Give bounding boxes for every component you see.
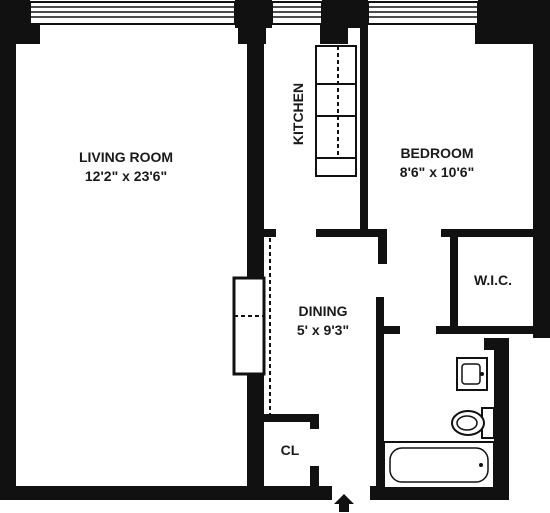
living-room-name: LIVING ROOM	[79, 149, 173, 165]
window-bedroom	[367, 1, 479, 25]
wic-name: W.I.C.	[474, 272, 512, 288]
interior-walls	[247, 24, 533, 488]
bathroom-tub	[383, 441, 495, 489]
bedroom-size: 8'6" x 10'6"	[400, 164, 474, 180]
bathroom-toilet	[451, 407, 495, 439]
window-kitchen	[271, 1, 323, 25]
kitchen-cabinets	[315, 45, 357, 177]
wall-niche	[232, 276, 266, 376]
bedroom-name: BEDROOM	[400, 145, 473, 161]
kitchen-name: KITCHEN	[290, 83, 306, 145]
closet-name: CL	[281, 442, 300, 458]
window-living-room	[29, 1, 236, 25]
dining-size: 5' x 9'3"	[297, 322, 349, 338]
entry-arrow-icon	[334, 494, 354, 512]
living-room-size: 12'2" x 23'6"	[85, 168, 167, 184]
bathroom-sink	[456, 357, 488, 391]
dining-name: DINING	[299, 303, 348, 319]
